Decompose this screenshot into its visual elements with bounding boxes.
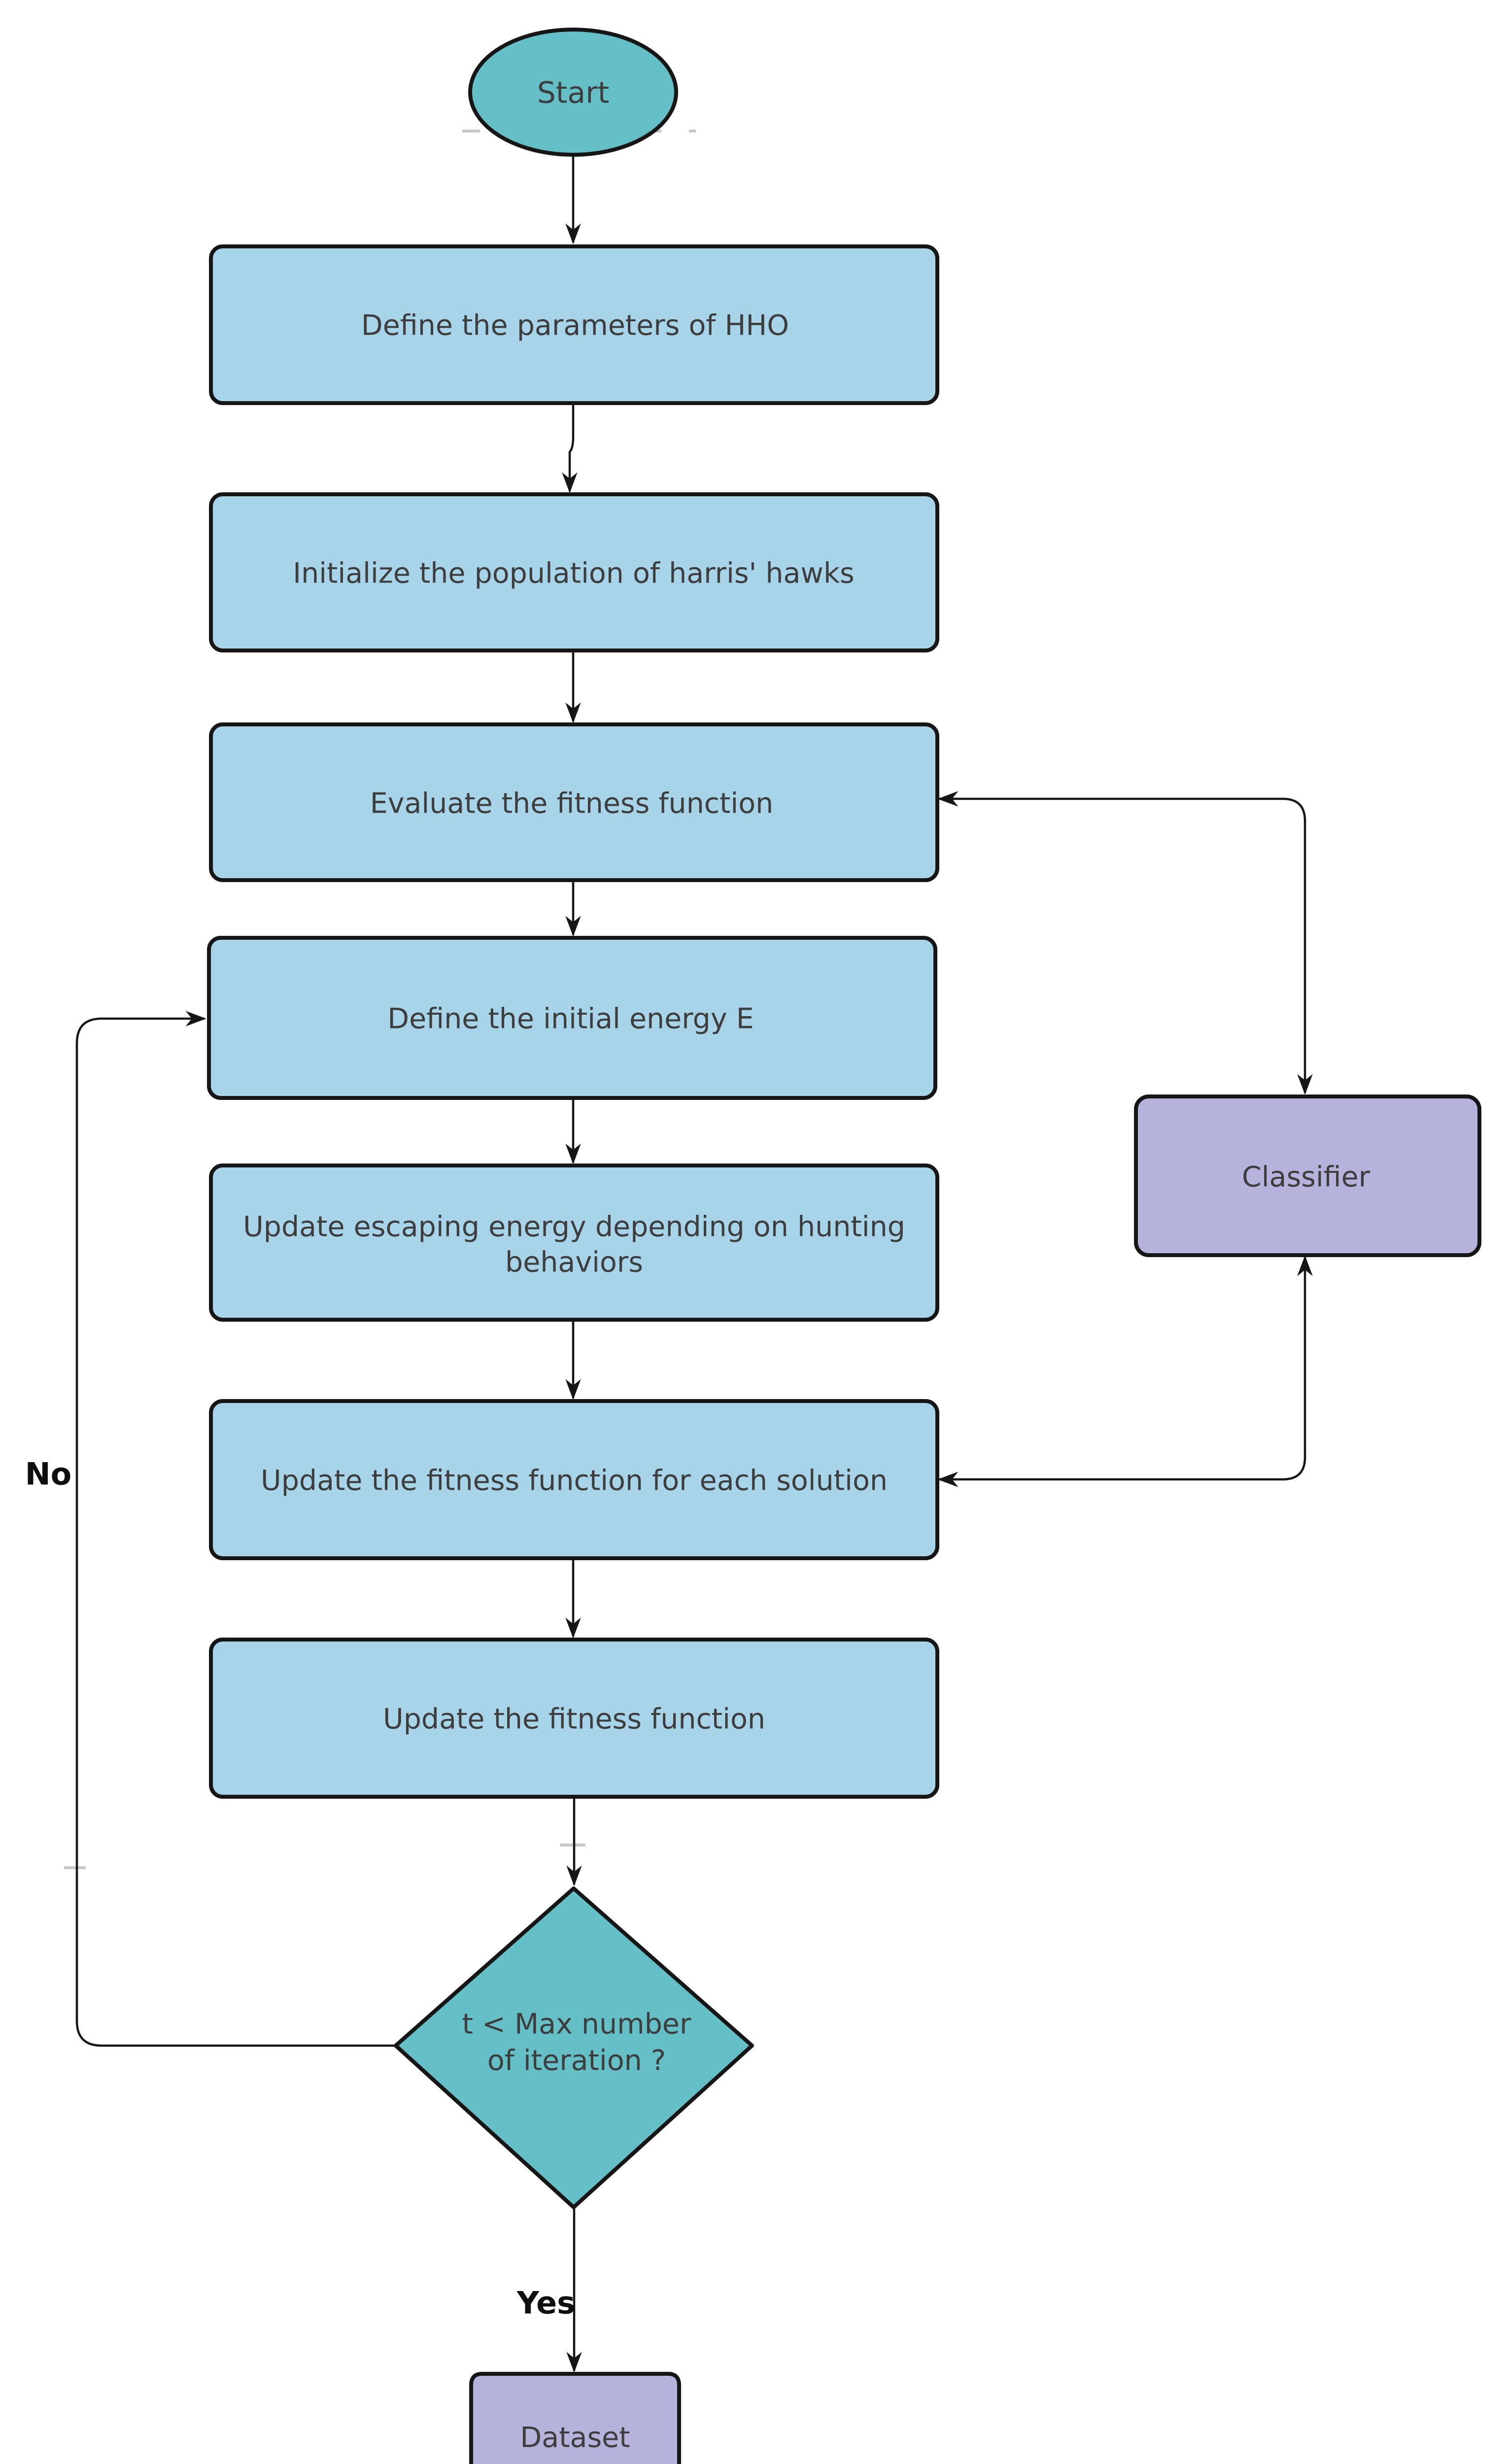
update-fitness-each-shape <box>209 1399 939 1560</box>
update-escaping-shape <box>209 1164 939 1322</box>
dataset-label: Dataset <box>520 2422 630 2454</box>
define-params-shape <box>209 244 939 405</box>
node-define-params: Define the parameters of HHO <box>209 244 939 405</box>
classifier-shape <box>1134 1095 1481 1257</box>
edge-classifier-update-each <box>937 1255 1313 1487</box>
dataset-shape <box>469 2372 681 2464</box>
edge-classifier-evaluate <box>937 791 1313 1095</box>
update-fitness-label: Update the fitness function <box>383 1703 765 1736</box>
classifier-label: Classifier <box>1242 1161 1371 1194</box>
edge-decision-no-return <box>75 1011 396 2047</box>
update-fitness-each-label: Update the fitness function for each sol… <box>261 1465 888 1497</box>
diagram-root: Start Define the parameters of HHO Initi… <box>25 28 1481 2464</box>
node-start: Start <box>468 28 678 157</box>
node-evaluate-fitness: Evaluate the fitness function <box>209 722 939 882</box>
decision-label-line2: of iteration ? <box>487 2045 666 2077</box>
node-update-fitness-each: Update the fitness function for each sol… <box>209 1399 939 1560</box>
update-escaping-label-line1: Update escaping energy depending on hunt… <box>243 1211 905 1243</box>
node-define-energy: Define the initial energy E <box>207 936 937 1100</box>
edge-label-yes: Yes <box>516 2285 575 2321</box>
evaluate-fitness-shape <box>209 722 939 882</box>
start-shape <box>468 28 678 157</box>
node-update-escaping: Update escaping energy depending on hunt… <box>209 1164 939 1322</box>
decision-label-line1: t < Max number <box>462 2008 691 2041</box>
start-label: Start <box>537 76 610 110</box>
decision-shape <box>394 1886 754 2209</box>
define-params-label: Define the parameters of HHO <box>361 309 789 342</box>
define-energy-label: Define the initial energy E <box>387 1003 754 1035</box>
node-init-population: Initialize the population of harris' haw… <box>209 492 939 652</box>
define-energy-shape <box>207 936 937 1100</box>
node-update-fitness: Update the fitness function <box>209 1638 939 1799</box>
edge-label-no: No <box>25 1456 71 1492</box>
node-dataset: Dataset <box>469 2372 681 2464</box>
init-population-shape <box>209 492 939 652</box>
init-population-label: Initialize the population of harris' haw… <box>293 557 854 590</box>
evaluate-fitness-label: Evaluate the fitness function <box>370 787 774 820</box>
edge-define-params-to-init-population <box>562 404 578 493</box>
update-fitness-shape <box>209 1638 939 1799</box>
node-classifier: Classifier <box>1134 1095 1481 1257</box>
node-decision: t < Max number of iteration ? <box>394 1886 754 2209</box>
update-escaping-label-line2: behaviors <box>505 1246 643 1279</box>
